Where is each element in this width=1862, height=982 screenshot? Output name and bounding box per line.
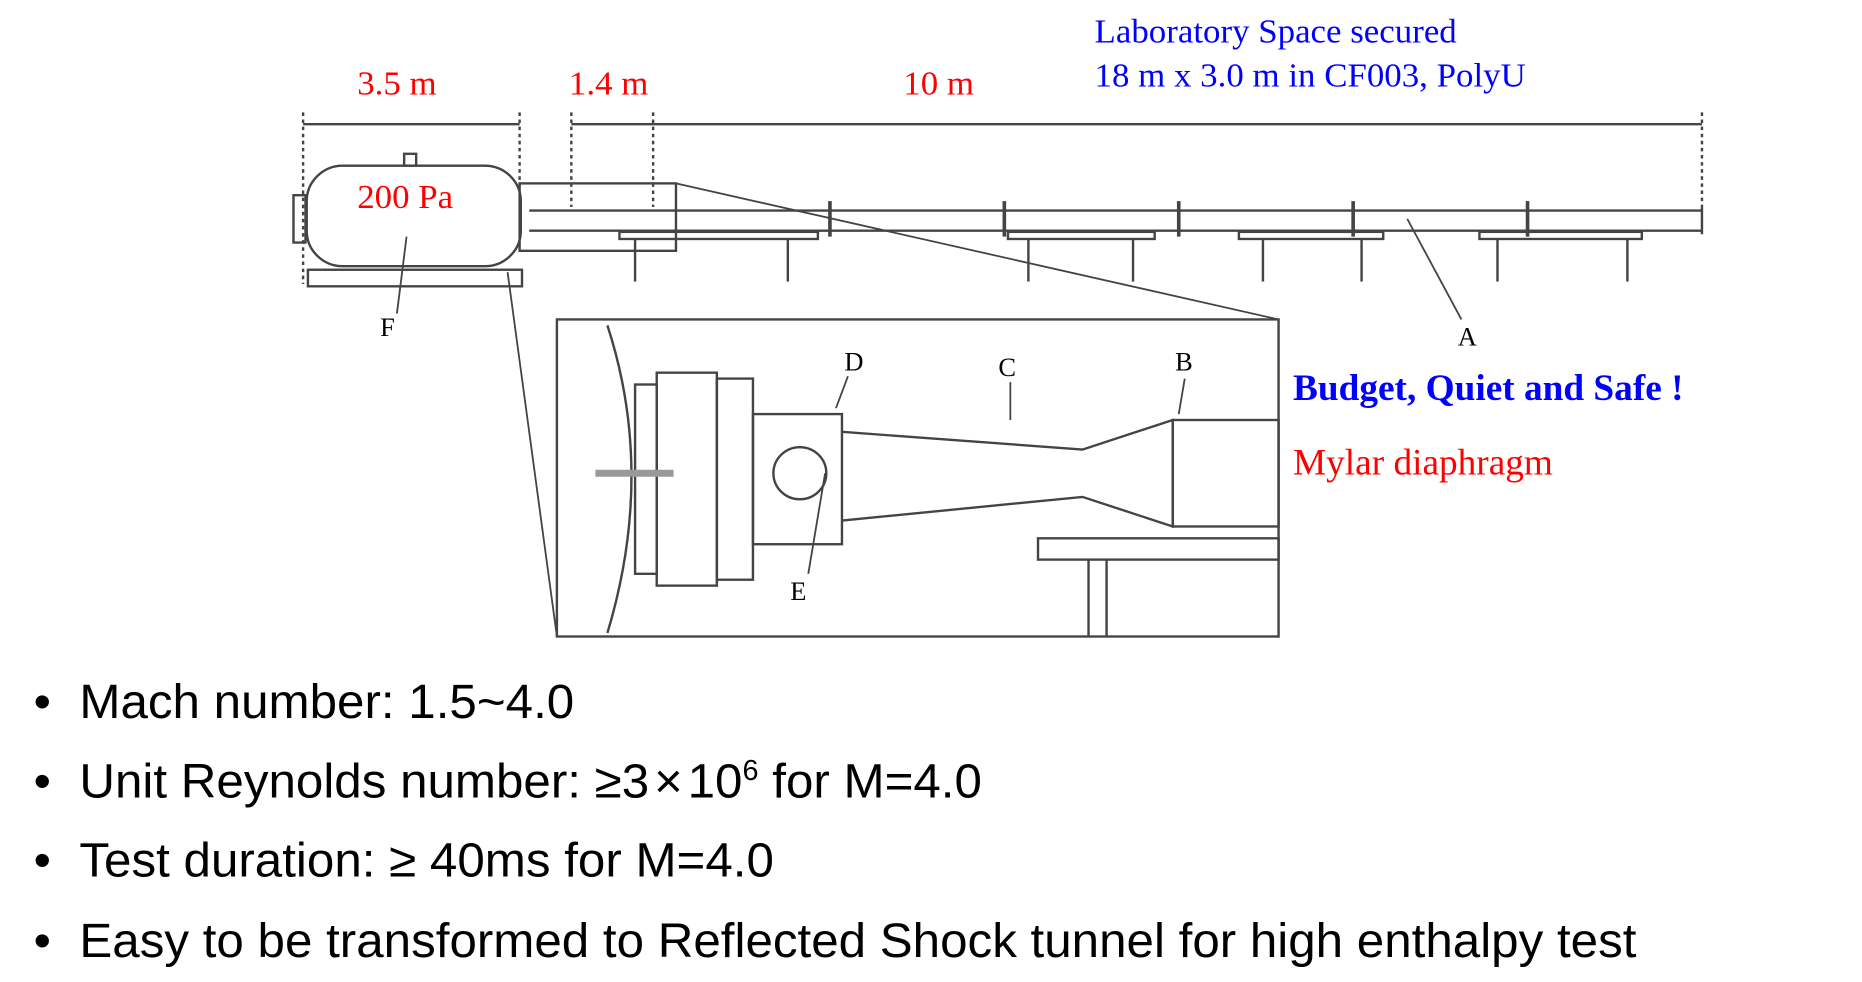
supports: [618, 230, 1644, 282]
bullet-text: Unit Reynolds number: ≥3: [79, 753, 650, 809]
label-e: E: [790, 576, 807, 606]
bullet-text: Easy to be transformed to Reflected Shoc…: [79, 913, 1637, 968]
bullet-duration: •Test duration: ≥ 40ms for M=4.0: [33, 832, 774, 888]
slogan: Budget, Quiet and Safe !: [1293, 366, 1684, 409]
tank-pressure: 200 Pa: [357, 178, 454, 217]
dim-driver-length: 3.5 m: [357, 65, 437, 103]
label-f: F: [380, 312, 395, 342]
shock-tube: [518, 182, 1704, 253]
bullet-reflected: •Easy to be transformed to Reflected Sho…: [33, 913, 1637, 968]
lab-space-label: Laboratory Space secured: [1094, 13, 1457, 51]
label-d: D: [844, 346, 864, 377]
mylar-diaphragm-label: Mylar diaphragm: [1293, 441, 1553, 483]
times-sign: ×: [654, 753, 683, 809]
reynolds-base: 10: [687, 753, 743, 809]
label-b: B: [1175, 346, 1193, 377]
reynolds-exponent: 6: [742, 755, 759, 788]
leader-arrows: [396, 218, 1463, 574]
bullet-text: Test duration: ≥ 40ms for M=4.0: [79, 832, 774, 888]
dim-tube-length: 10 m: [903, 65, 975, 103]
bullet-reynolds: •Unit Reynolds number: ≥3×106 for M=4.0: [33, 753, 982, 809]
bullet-text: Mach number: 1.5~4.0: [79, 674, 575, 729]
lab-space-dimensions: 18 m x 3.0 m in CF003, PolyU: [1094, 56, 1526, 95]
label-a: A: [1457, 321, 1477, 352]
dim-middle-length: 1.4 m: [568, 65, 649, 103]
inset-detail: [555, 318, 1280, 638]
bullet-mach: •Mach number: 1.5~4.0: [33, 674, 575, 729]
vacuum-tank: [292, 152, 524, 288]
dimension-lines: [301, 112, 1704, 284]
bullet-text: for M=4.0: [758, 753, 982, 809]
label-c: C: [998, 352, 1016, 383]
